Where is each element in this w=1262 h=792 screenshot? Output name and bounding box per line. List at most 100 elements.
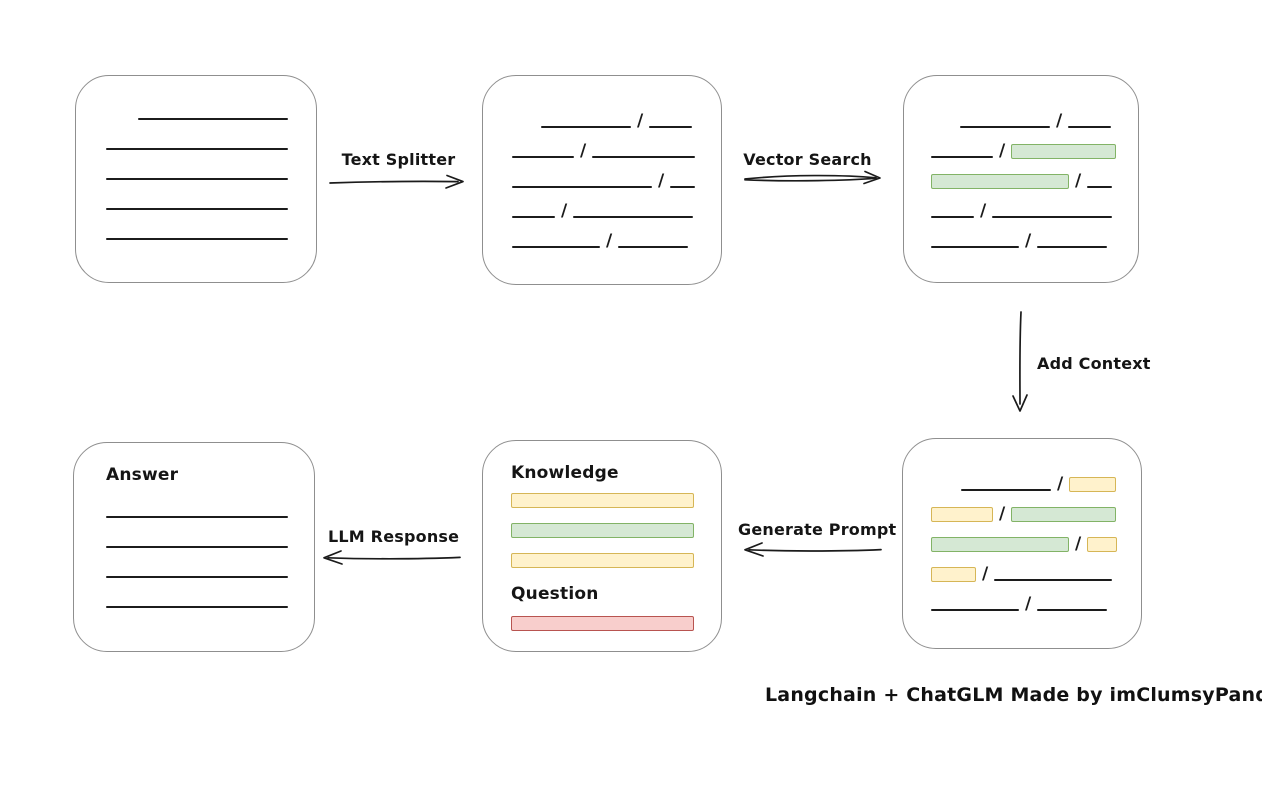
chunk-row (106, 134, 288, 151)
chunk-row: / (512, 231, 695, 251)
knowledge-label: Knowledge (511, 463, 619, 483)
chunk-row: / (931, 201, 1116, 221)
text-splitter-label: Text Splitter (341, 150, 456, 169)
green-chunk (931, 174, 1069, 189)
green-chunk (1011, 144, 1117, 159)
text-line (931, 609, 1019, 611)
slash-separator: / (1025, 231, 1032, 251)
yellow-chunk (1069, 477, 1117, 492)
text-line (106, 606, 288, 608)
chunk-row (106, 164, 288, 181)
text-line (931, 216, 974, 218)
answer-lines (106, 502, 288, 609)
question-label: Question (511, 584, 599, 604)
chunk-row: / (931, 111, 1116, 131)
text-line (1037, 246, 1108, 248)
slash-separator: / (606, 231, 613, 251)
chunk-row: / (512, 141, 696, 161)
matched-chunk-rows: / / / / / (931, 111, 1117, 251)
text-line (512, 156, 574, 158)
chunk-row (106, 224, 288, 241)
text-line (592, 156, 696, 158)
answer-label: Answer (106, 465, 179, 485)
text-line (106, 576, 288, 578)
chunk-row (106, 502, 288, 519)
text-line (992, 216, 1113, 218)
add-context-label: Add Context (1037, 354, 1151, 373)
chunk-row: / (931, 594, 1117, 614)
slash-separator: / (1057, 474, 1064, 494)
text-line (1037, 609, 1108, 611)
chunk-row (106, 532, 288, 549)
yellow-chunk (931, 507, 993, 522)
document-lines (106, 104, 288, 241)
text-line (138, 118, 288, 120)
text-line (106, 148, 288, 150)
text-line (670, 186, 696, 188)
slash-separator: / (1056, 111, 1063, 131)
text-line (994, 579, 1113, 581)
diagram-caption: Langchain + ChatGLM Made by imClumsyPand… (765, 684, 1262, 706)
text-line (1068, 126, 1112, 128)
text-line (961, 489, 1051, 491)
text-line (573, 216, 694, 218)
chunk-row (106, 104, 288, 121)
generate-prompt-label: Generate Prompt (738, 520, 897, 539)
slash-separator: / (999, 141, 1006, 161)
llm-response-label: LLM Response (328, 527, 460, 546)
node-context-chunks: / / / / / (902, 438, 1142, 649)
slash-separator: / (637, 111, 644, 131)
node-document (75, 75, 317, 283)
bar-gap (511, 508, 692, 523)
text-line (541, 126, 631, 128)
text-line (106, 546, 288, 548)
text-line (106, 178, 288, 180)
slash-separator: / (580, 141, 587, 161)
slash-separator: / (658, 171, 665, 191)
slash-separator: / (980, 201, 987, 221)
green-chunk (931, 537, 1069, 552)
text-line (960, 126, 1050, 128)
text-line (931, 246, 1019, 248)
slash-separator: / (561, 201, 568, 221)
chunk-row (106, 194, 288, 211)
slash-separator: / (999, 504, 1006, 524)
chunk-row (106, 592, 288, 609)
yellow-bar (511, 553, 694, 568)
chunk-row: / (931, 141, 1117, 161)
text-line (106, 208, 288, 210)
chunk-row: / (512, 201, 695, 221)
context-chunk-rows: / / / / / (931, 474, 1118, 614)
text-line (512, 216, 555, 218)
chunk-row: / (931, 172, 1116, 190)
text-line (106, 516, 288, 518)
text-line (1087, 186, 1113, 188)
indent-spacer (512, 128, 541, 129)
node-matched-chunks: / / / / / (903, 75, 1139, 283)
bar-gap (511, 538, 692, 553)
add-context-arrow-icon (1012, 311, 1028, 412)
chunk-row: / (931, 535, 1118, 553)
chunk-row: / (931, 231, 1116, 251)
vector-search-arrow-icon (744, 170, 881, 185)
text-line (106, 238, 288, 240)
llm-response-arrow-icon (323, 550, 461, 565)
knowledge-bars (511, 493, 694, 568)
green-chunk (1011, 507, 1117, 522)
node-split-chunks: / / / / / (482, 75, 722, 285)
indent-spacer (931, 491, 961, 492)
question-bars (511, 616, 694, 631)
split-chunk-rows: / / / / / (512, 111, 696, 251)
green-bar (511, 523, 694, 538)
chunk-row: / (931, 564, 1117, 584)
yellow-bar (511, 493, 694, 508)
node-answer: Answer (73, 442, 315, 652)
indent-spacer (931, 128, 960, 129)
slash-separator: / (1025, 594, 1032, 614)
slash-separator: / (982, 564, 989, 584)
indent-spacer (106, 120, 138, 121)
text-line (618, 246, 689, 248)
chunk-row (106, 562, 288, 579)
node-prompt: Knowledge Question (482, 440, 722, 652)
